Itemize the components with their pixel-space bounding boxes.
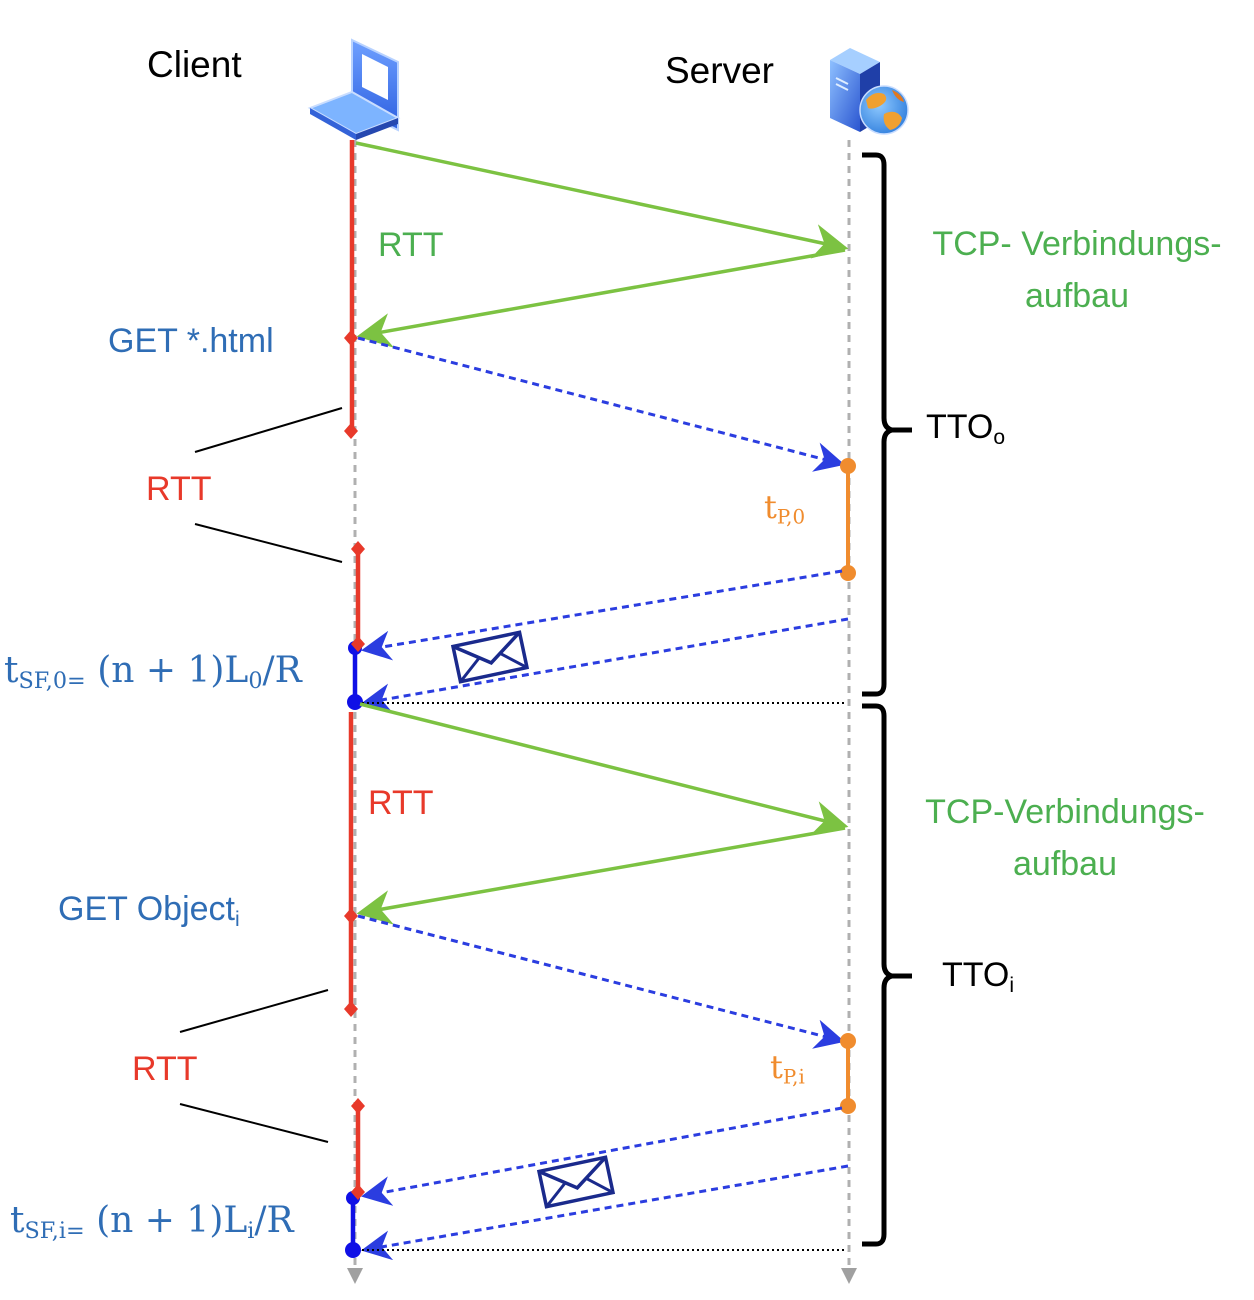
client-lifeline-arrow-icon [347,1268,363,1284]
transfer-end-dot-0 [347,694,363,710]
response-first-packet-arrow-i [361,1106,843,1206]
get-object-text: GET Object [58,890,235,928]
rtt-bracket-upper-0 [194,407,343,453]
envelope-icon [536,1155,616,1209]
processing-time-symbol: t [770,1048,783,1086]
processing-time-symbol: t [764,488,777,526]
processing-time-subscript: P,i [782,1065,805,1089]
receive-end-marker-i [351,1184,365,1200]
rate-divisor: /R [262,650,302,691]
processing-end-dot-0 [840,565,856,581]
processing-end-dot-i [840,1098,856,1114]
tto-subscript: i [1009,973,1015,997]
rtt-bracket-lower-i [179,1103,329,1143]
rtt-bracket-lower-0 [194,523,343,563]
server-label: Server [665,50,774,91]
transfer-time-formula-i: tSF,i= (n + 1)Li/R [10,1200,294,1244]
rtt-end-marker-i [344,1001,358,1017]
transfer-time-formula-0: tSF,0= (n + 1)L0/R [4,650,302,694]
transfer-time-subscript: SF,i= [24,1218,85,1245]
syn-ack-arrow [356,248,846,348]
tto-symbol: TTO [926,408,994,446]
processing-time-label-0: tP,0 [764,488,805,529]
rtt-end-marker-0 [344,423,358,439]
syn-arrow [355,141,849,259]
server-lifeline-arrow-icon [841,1268,857,1284]
tto-i-label: TTOi [942,956,1014,998]
transfer-end-dot-i [345,1242,361,1258]
transfer-time-subscript: SF,0= [18,668,86,695]
tto-symbol: TTO [942,956,1010,994]
tcp-handshake-label-line1: TCP- Verbindungs- [932,225,1222,263]
transfer-time-formula: (n + 1)L [84,1200,248,1241]
get-html-request-arrow [357,336,845,472]
envelope-icon [450,630,530,684]
tcp-handshake-label-i: TCP-Verbindungs- aufbau [888,786,1242,890]
transfer-time-formula: (n + 1)L [85,650,249,691]
receive-end-marker-0 [351,636,365,652]
length-subscript: i [247,1218,255,1245]
tto-0-label: TTOo [926,408,1005,450]
handshake-rtt-label-0: RTT [378,226,444,264]
response-last-packet-arrow-0 [361,617,849,714]
syn-arrow-i [359,702,849,836]
handshake-rtt-label-i: RTT [368,784,434,822]
rtt-bracket-upper-i [179,989,329,1033]
syn-ack-arrow-i [356,826,846,925]
get-object-request-arrow [357,914,845,1049]
response-first-packet-arrow-0 [361,569,843,661]
tto-subscript: o [993,425,1006,449]
processing-start-dot-i [840,1033,856,1049]
tcp-handshake-label-0: TCP- Verbindungs- aufbau [900,218,1254,322]
tcp-handshake-label-line2: aufbau [1013,845,1117,883]
web-server-icon [830,48,909,135]
request-marker-i [344,908,358,924]
laptop-icon [307,38,401,140]
rtt-label-0: RTT [146,470,212,508]
response-last-packet-arrow-i [361,1164,849,1261]
length-subscript: 0 [248,668,263,695]
receive-start-marker-0 [351,541,365,557]
tcp-handshake-label-line1: TCP-Verbindungs- [925,793,1205,831]
tcp-handshake-label-line2: aufbau [1025,277,1129,315]
tto-i-brace [862,703,912,1247]
processing-time-subscript: P,0 [776,505,806,529]
tto-0-brace [862,152,912,697]
request-marker-0 [344,330,358,346]
get-html-label: GET *.html [108,322,274,360]
transfer-time-symbol: t [10,1200,25,1241]
rate-divisor: /R [254,1200,294,1241]
transfer-time-symbol: t [4,650,19,691]
receive-start-marker-i [351,1098,365,1114]
get-object-subscript: i [235,907,240,931]
client-label: Client [147,44,242,85]
rtt-label-i: RTT [132,1050,198,1088]
processing-time-label-i: tP,i [770,1048,805,1089]
processing-start-dot-0 [840,458,856,474]
get-object-label: GET Objecti [58,890,240,932]
